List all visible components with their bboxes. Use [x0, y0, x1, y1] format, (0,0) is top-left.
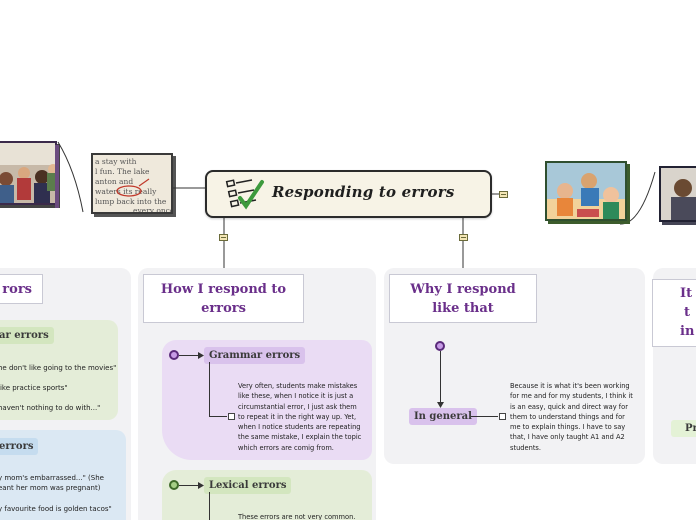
checklist-icon: [225, 179, 264, 210]
svg-text:l fun. The lake: l fun. The lake: [95, 167, 150, 176]
why-i-respond-heading-text: Why I respond like that: [410, 282, 516, 316]
right-heading-line: in: [680, 324, 695, 339]
example-line: y favourite food is golden tacos": [0, 505, 112, 513]
arrow-right-icon: [198, 352, 204, 359]
arrow-right-icon: [198, 482, 204, 489]
expand-toggle-icon[interactable]: [219, 234, 228, 241]
classroom-photo-left: [0, 141, 57, 205]
grammar-errors-note: Very often, students make mistakes like …: [238, 381, 362, 452]
grammar-node-dot[interactable]: [169, 350, 179, 360]
right-panel-heading[interactable]: It t in: [652, 279, 696, 347]
example-line: eant her mom was pregnant): [0, 484, 101, 492]
svg-text:waters its really: waters its really: [95, 187, 157, 196]
photo-frame-shadow-left: [55, 145, 59, 208]
arrow-down-icon: [437, 402, 444, 408]
expand-toggle-icon[interactable]: [459, 234, 468, 241]
why-i-respond-heading[interactable]: Why I respond like that: [389, 274, 537, 323]
central-topic-title: Responding to errors: [272, 183, 455, 201]
why-node-dot[interactable]: [435, 341, 445, 351]
in-general-label[interactable]: In general: [409, 408, 477, 425]
note-icon[interactable]: [228, 413, 235, 420]
teacher-photo-right: [659, 166, 696, 222]
example-line: haven't nothing to do with...": [0, 404, 101, 412]
lexical-node-dot[interactable]: [169, 480, 179, 490]
children-photo: [545, 161, 627, 221]
how-i-respond-heading[interactable]: How I respond to errors: [143, 274, 304, 323]
svg-text:every once: every once: [133, 206, 173, 214]
collapse-toggle-icon[interactable]: [499, 191, 508, 198]
in-general-note: Because it is what it's been working for…: [510, 381, 633, 452]
example-line: like practice sports": [0, 384, 68, 392]
svg-text:lump back into the: lump back into the: [95, 197, 167, 206]
text-correction-photo: a stay with l fun. The lake anton and wa…: [91, 153, 173, 214]
right-panel-chip[interactable]: Pr: [671, 420, 696, 437]
right-heading-line: t: [684, 305, 691, 320]
svg-text:a stay with: a stay with: [95, 157, 137, 166]
errors-panel-heading[interactable]: rors: [0, 274, 43, 304]
lexical-errors-label[interactable]: Lexical errors: [204, 477, 292, 494]
right-heading-line: It: [680, 286, 693, 301]
note-icon[interactable]: [499, 413, 506, 420]
example-line: he don't like going to the movies": [0, 364, 117, 372]
example-line: y mom's embarrassed..." (She: [0, 474, 104, 482]
grammar-errors-label[interactable]: Grammar errors: [204, 347, 306, 364]
lexical-examples-label[interactable]: errors: [0, 438, 39, 455]
errors-heading-text: rors: [2, 282, 32, 297]
lexical-errors-note: These errors are not very common.: [238, 512, 356, 520]
grammar-examples-label[interactable]: ar errors: [0, 327, 54, 344]
svg-text:anton and: anton and: [95, 177, 133, 186]
how-i-respond-heading-text: How I respond to errors: [160, 282, 287, 316]
